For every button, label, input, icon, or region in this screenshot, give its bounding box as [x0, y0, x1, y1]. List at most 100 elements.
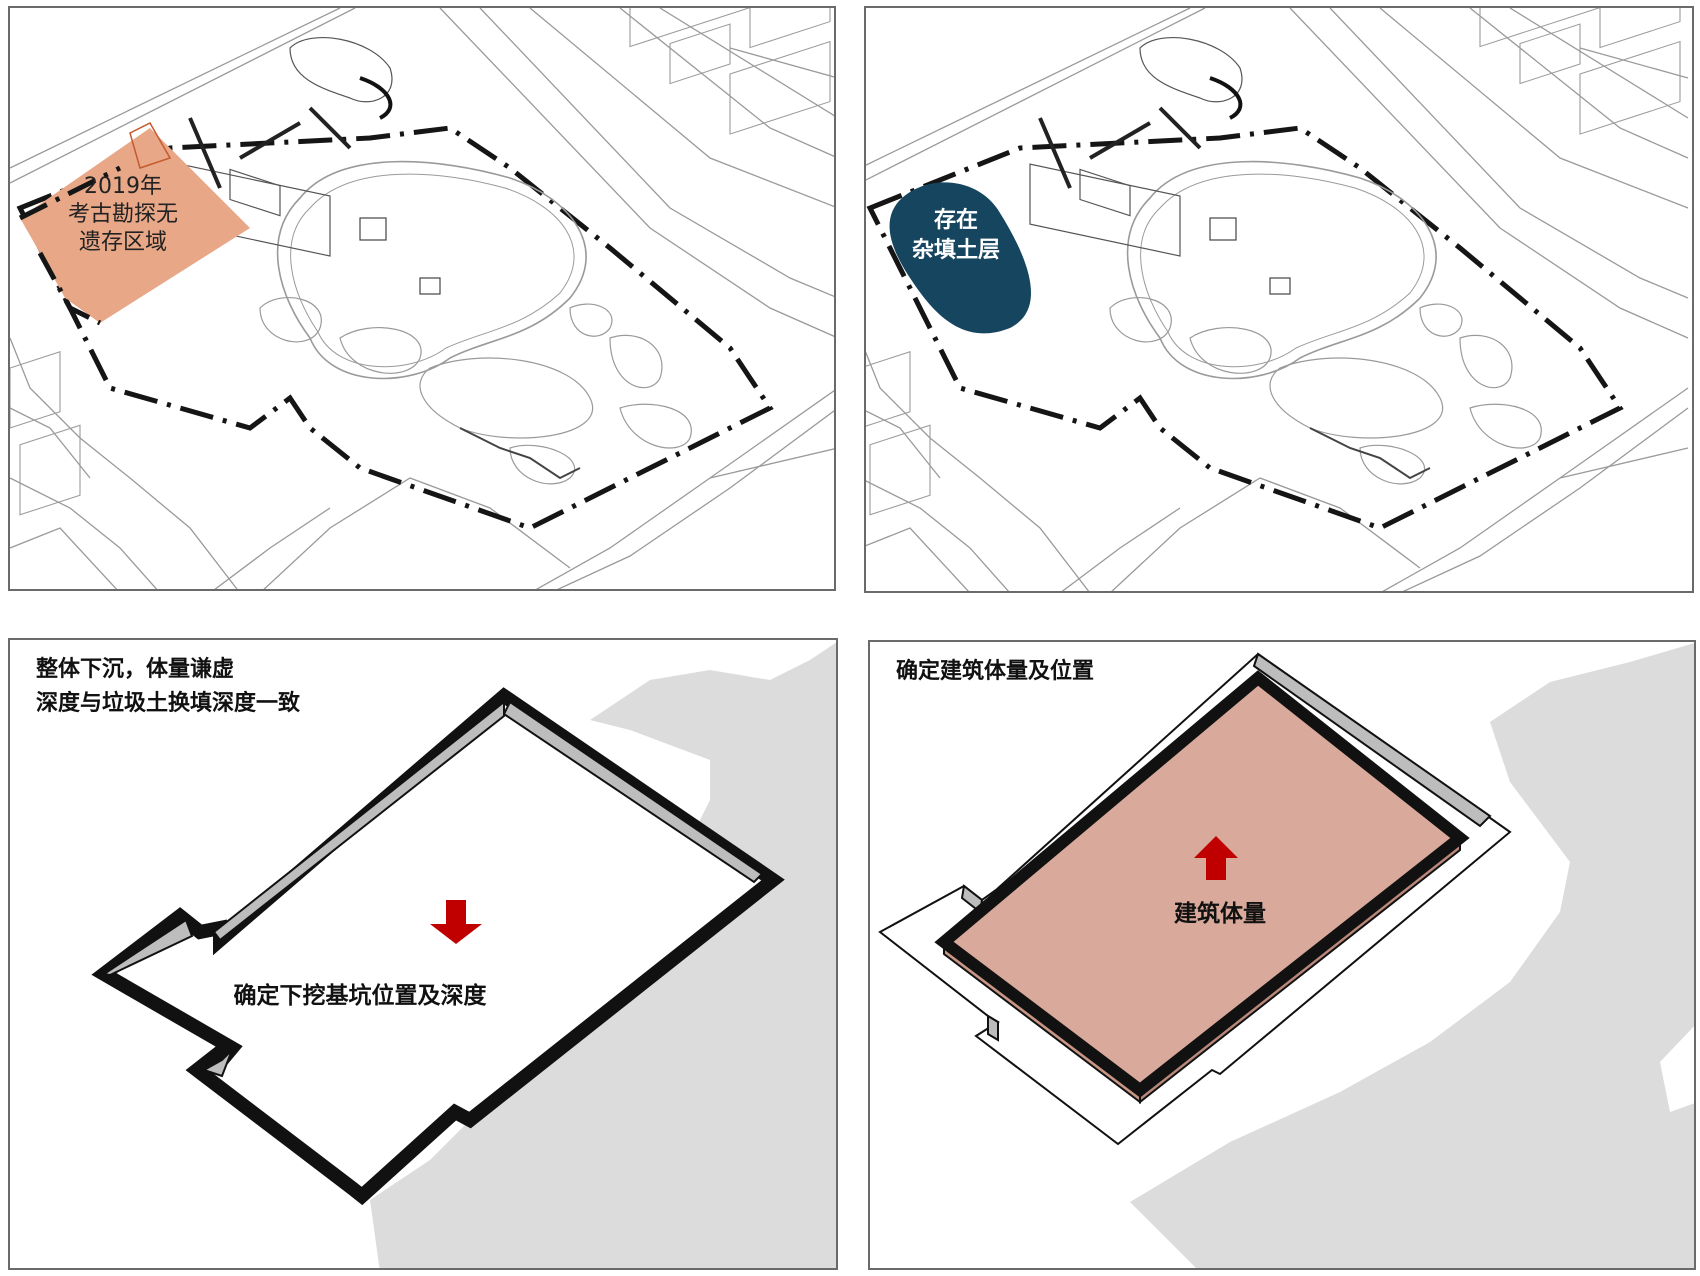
pit-wall-face — [987, 1014, 999, 1042]
road-line — [1402, 407, 1689, 591]
park-path — [1469, 403, 1542, 449]
lake-outline — [1126, 160, 1437, 380]
island-feature — [359, 217, 387, 241]
road-line — [1579, 47, 1689, 79]
road-line — [1061, 507, 1181, 591]
road-line — [1382, 387, 1689, 591]
road-line — [10, 8, 356, 184]
island-feature — [419, 277, 441, 295]
road-line — [529, 8, 834, 208]
building-volume-diagram — [878, 643, 1694, 1268]
city-block — [1479, 8, 1641, 48]
road-line — [10, 337, 238, 589]
park-boundary — [18, 165, 122, 326]
building-volume-header: 确定建筑体量及位置 — [896, 658, 1095, 684]
island-feature — [1209, 217, 1237, 241]
road-line — [10, 477, 158, 589]
park-path — [1459, 334, 1513, 389]
road-line — [10, 407, 91, 479]
road-line — [1509, 8, 1689, 119]
park-path — [259, 297, 322, 343]
park-boundary — [16, 125, 774, 531]
no-relic-area — [20, 128, 250, 323]
city-block — [749, 8, 831, 49]
hatch-area — [129, 122, 172, 169]
road-line — [535, 390, 834, 589]
island-feature — [1269, 277, 1291, 295]
lake-outline — [276, 160, 587, 380]
park-boundary — [866, 125, 1624, 531]
building-volume-top — [934, 670, 1470, 1098]
building-block — [229, 168, 281, 217]
plaza-outline — [289, 37, 393, 103]
up-arrow-icon — [1194, 836, 1238, 880]
curved-wall — [359, 76, 393, 120]
excavation-header: 整体下沉，体量谦虚 深度与垃圾土换填深度一致 — [36, 656, 301, 716]
pit-wall-face — [502, 700, 764, 884]
park-path — [1359, 444, 1426, 485]
road-line — [1111, 477, 1421, 591]
ground-shadow — [1660, 1026, 1694, 1112]
road-line — [866, 8, 1206, 181]
road-line — [1379, 8, 1689, 209]
building-block — [1029, 163, 1181, 257]
road-line — [1289, 8, 1689, 339]
site-plan-map — [10, 8, 834, 589]
city-block — [729, 40, 831, 135]
map-linework — [10, 8, 834, 589]
curved-wall — [1209, 76, 1243, 120]
rockery — [1309, 427, 1431, 480]
rockery — [459, 427, 581, 480]
road-line — [866, 8, 1191, 166]
road-line — [1469, 8, 1689, 159]
park-path — [1109, 297, 1172, 343]
road-line — [1329, 8, 1689, 299]
lake-outline — [290, 173, 575, 368]
excavation-diagram-panel: 整体下沉，体量谦虚 深度与垃圾土换填深度一致 确定下挖基坑位置及深度 — [8, 638, 838, 1270]
site-plan-map — [866, 8, 1689, 591]
city-block — [866, 351, 911, 429]
city-block — [10, 351, 61, 429]
park-path — [619, 403, 692, 449]
city-block — [869, 424, 931, 516]
pit-wall-face — [212, 699, 505, 942]
ground-shadow — [1130, 643, 1694, 1268]
road-line — [709, 448, 834, 479]
no-relic-area-label: 2019年 考古勘探无 遗存区域 — [67, 174, 178, 255]
road-line — [1559, 447, 1689, 479]
building-wall — [188, 106, 352, 189]
pit-wall-face — [1252, 652, 1492, 828]
excavation-diagram — [91, 642, 836, 1268]
road-line — [729, 47, 834, 78]
road-line — [439, 8, 834, 337]
park-path — [1269, 357, 1444, 439]
road-line — [214, 507, 331, 589]
city-block — [669, 23, 731, 85]
park-path — [569, 303, 613, 337]
road-line — [866, 480, 1010, 591]
building-wall — [1038, 106, 1202, 189]
site-plan-panel-fill-soil: 存在 杂填土层 — [864, 6, 1694, 593]
city-block — [1579, 40, 1681, 135]
road-line — [866, 410, 941, 479]
plaza-outline — [1139, 37, 1243, 103]
lake-outline — [1140, 173, 1425, 368]
excavation-label: 确定下挖基坑位置及深度 — [233, 982, 487, 1009]
park-path — [1189, 327, 1272, 374]
building-volume-panel: 确定建筑体量及位置 建筑体量 — [868, 640, 1696, 1270]
down-arrow-icon — [430, 900, 482, 944]
road-line — [866, 351, 1090, 591]
road-line — [866, 527, 970, 591]
road-line — [659, 8, 834, 117]
fill-soil-area — [889, 182, 1032, 334]
building-volume-label: 建筑体量 — [1174, 900, 1266, 927]
road-line — [10, 527, 118, 589]
map-linework — [866, 8, 1689, 591]
fill-soil-label: 存在 杂填土层 — [911, 208, 1000, 263]
site-plan-panel-archaeology: 2019年 考古勘探无 遗存区域 — [8, 6, 836, 591]
city-block — [1519, 23, 1581, 85]
pit-wall-face — [201, 1049, 233, 1078]
city-block — [629, 8, 791, 48]
pit-outline — [91, 687, 785, 1206]
pit-wall-face — [101, 918, 194, 977]
